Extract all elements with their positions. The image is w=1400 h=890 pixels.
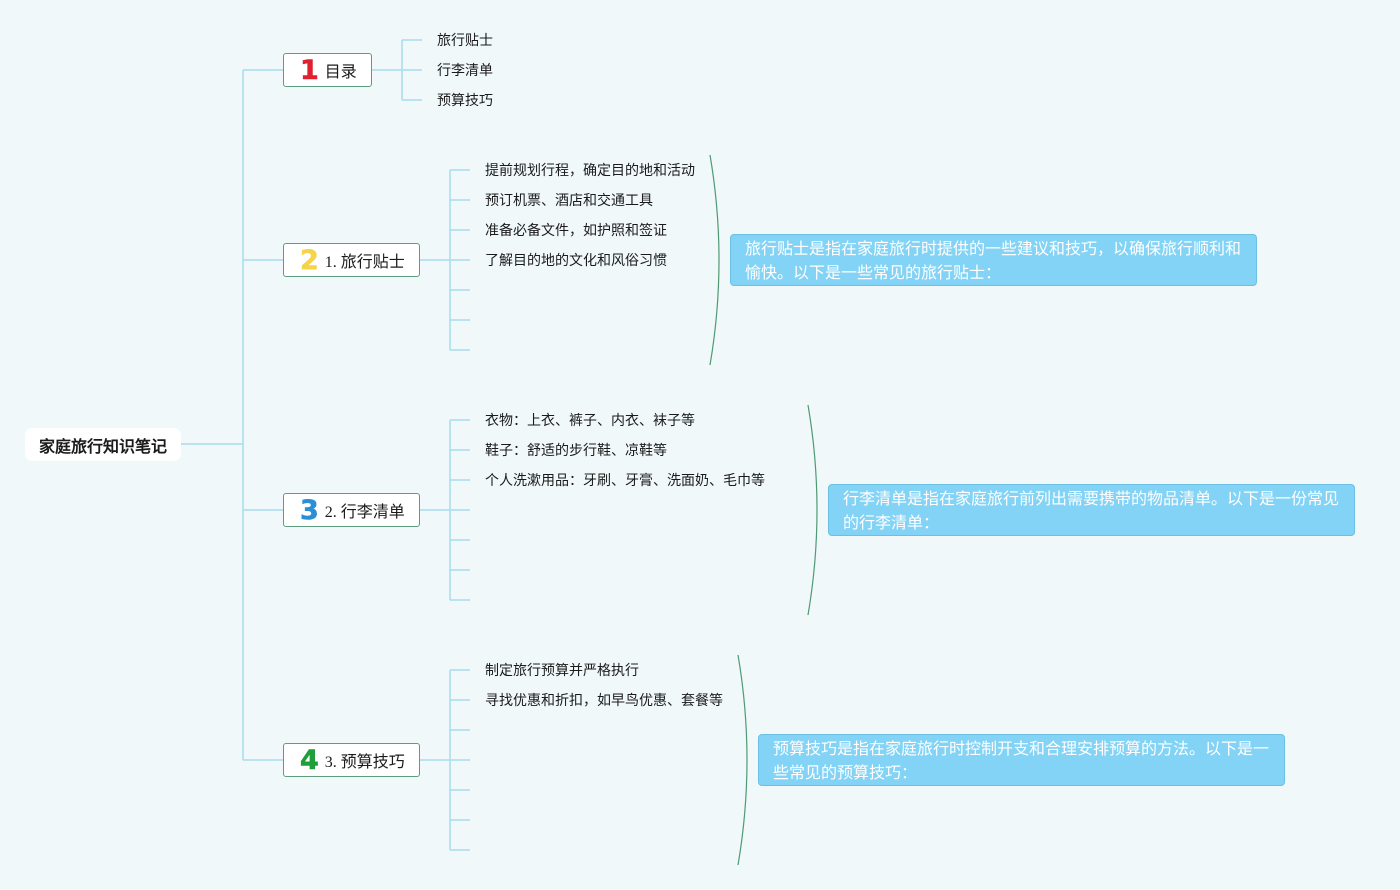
travel-tips-note[interactable]: 旅行贴士是指在家庭旅行时提供的一些建议和技巧，以确保旅行顺利和愉快。以下是一些常… <box>730 234 1257 286</box>
topic-travel-tips[interactable]: 2 1. 旅行贴士 <box>283 243 420 277</box>
topic-toc-label: 目录 <box>324 62 357 81</box>
travel-tips-item[interactable]: 预订机票、酒店和交通工具 <box>485 193 653 209</box>
summary-bracket <box>807 404 818 616</box>
topic-budget-tips-label: 3. 预算技巧 <box>324 754 405 771</box>
budget-tips-item[interactable]: 寻找优惠和折扣，如早鸟优惠、套餐等 <box>485 693 723 709</box>
number-4-icon: 4 <box>300 744 319 776</box>
number-1-icon: 1 <box>300 54 319 86</box>
topic-packing-list-label: 2. 行李清单 <box>324 504 405 521</box>
topic-travel-tips-label: 1. 旅行贴士 <box>324 254 405 271</box>
packing-list-item[interactable]: 衣物：上衣、裤子、内衣、袜子等 <box>485 413 695 429</box>
topic-toc[interactable]: 1 目录 <box>283 53 372 87</box>
budget-tips-note[interactable]: 预算技巧是指在家庭旅行时控制开支和合理安排预算的方法。以下是一些常见的预算技巧： <box>758 734 1285 786</box>
toc-item[interactable]: 行李清单 <box>437 63 493 79</box>
toc-item[interactable]: 预算技巧 <box>437 93 493 109</box>
travel-tips-item[interactable]: 提前规划行程，确定目的地和活动 <box>485 163 695 179</box>
budget-tips-item[interactable]: 制定旅行预算并严格执行 <box>485 663 639 679</box>
travel-tips-item[interactable]: 了解目的地的文化和风俗习惯 <box>485 253 667 269</box>
summary-bracket <box>709 154 720 366</box>
travel-tips-item[interactable]: 准备必备文件，如护照和签证 <box>485 223 667 239</box>
root-topic-label: 家庭旅行知识笔记 <box>38 436 167 456</box>
root-topic[interactable]: 家庭旅行知识笔记 <box>25 428 181 461</box>
packing-list-item[interactable]: 个人洗漱用品：牙刷、牙膏、洗面奶、毛巾等 <box>485 473 765 489</box>
summary-bracket <box>737 654 748 866</box>
topic-budget-tips[interactable]: 4 3. 预算技巧 <box>283 743 420 777</box>
number-3-icon: 3 <box>300 494 319 526</box>
topic-packing-list[interactable]: 3 2. 行李清单 <box>283 493 420 527</box>
packing-list-item[interactable]: 鞋子：舒适的步行鞋、凉鞋等 <box>485 443 667 459</box>
toc-item[interactable]: 旅行贴士 <box>437 33 493 49</box>
packing-list-note[interactable]: 行李清单是指在家庭旅行前列出需要携带的物品清单。以下是一份常见的行李清单： <box>828 484 1355 536</box>
number-2-icon: 2 <box>300 244 319 276</box>
